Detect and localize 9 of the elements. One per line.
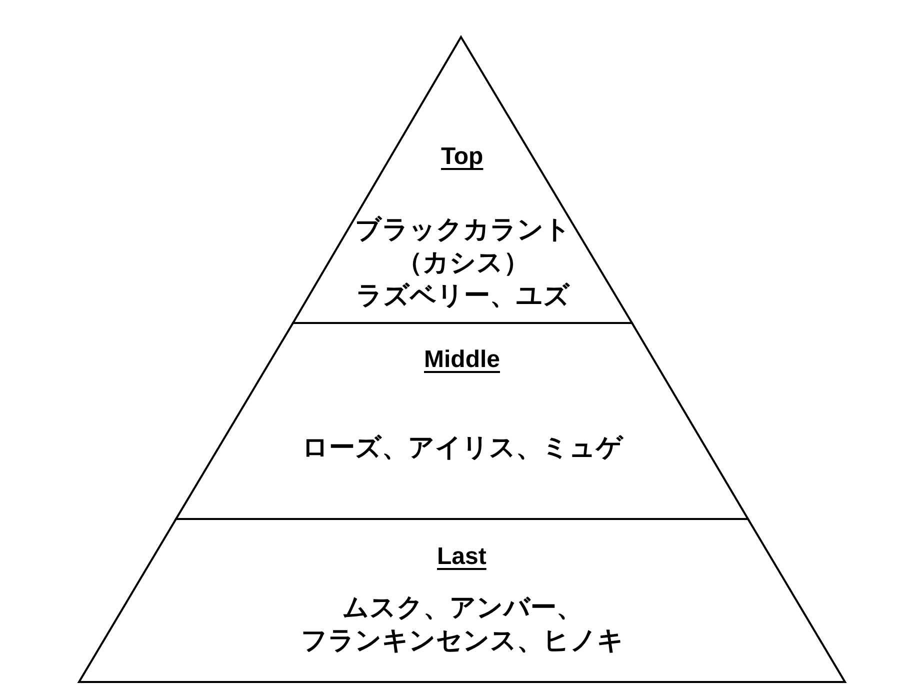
pyramid-tier xyxy=(79,519,845,682)
tier-heading: Top xyxy=(441,142,484,172)
pyramid-tier xyxy=(293,37,632,323)
pyramid-tier xyxy=(176,323,748,519)
tier-notes: ローズ、アイリス、ミュゲ xyxy=(301,431,624,464)
tier-heading: Middle xyxy=(424,345,500,375)
tier-notes: ブラックカラント（カシス）ラズベリー、ユズ xyxy=(354,213,572,312)
tier-heading: Last xyxy=(437,542,486,572)
tier-notes: ムスク、アンバー、フランキンセンス、ヒノキ xyxy=(300,591,625,657)
